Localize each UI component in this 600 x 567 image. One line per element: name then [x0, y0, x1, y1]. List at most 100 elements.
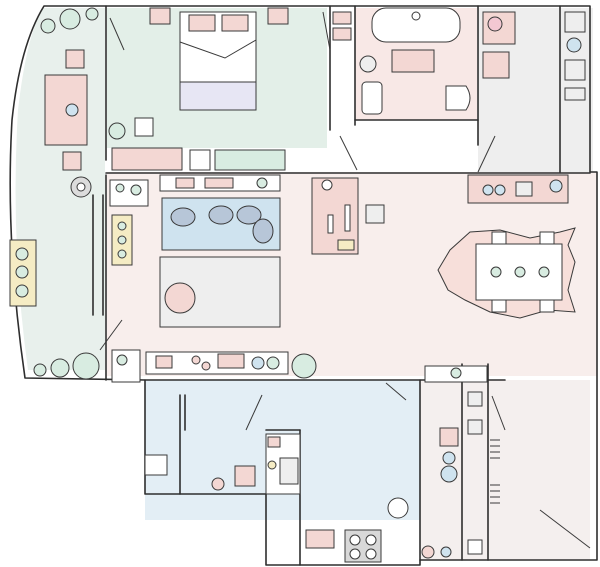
kitchen-item-2 — [234, 465, 256, 487]
south-console — [145, 351, 289, 375]
chair-icon — [491, 231, 507, 245]
nightstand-right — [267, 7, 289, 25]
desk-item-3 — [337, 239, 355, 251]
sofa-cushion-1 — [170, 207, 196, 227]
sideboard-item-3 — [515, 181, 533, 197]
kitchen — [144, 433, 409, 563]
door-kitchen-2 — [385, 382, 407, 401]
utility-decor-2 — [442, 451, 456, 465]
plant-icon — [15, 284, 29, 298]
burner-4 — [365, 548, 377, 560]
decor-1 — [115, 183, 125, 193]
book-decor-3 — [117, 249, 127, 259]
door-kitchen-1 — [245, 394, 263, 431]
utility-box-1 — [467, 391, 483, 407]
tub-drain — [411, 11, 421, 21]
door-bedroom-1 — [109, 17, 125, 51]
closet — [482, 11, 586, 101]
toilet-icon — [445, 85, 471, 111]
door-bath — [339, 135, 358, 171]
dresser — [111, 147, 183, 171]
chair-icon — [62, 151, 82, 171]
desk-item-2 — [327, 214, 334, 234]
door-utility-2 — [491, 395, 506, 431]
console-item-2 — [204, 177, 234, 189]
south-item-3 — [201, 361, 211, 371]
chair-icon — [365, 204, 385, 224]
round-table-icon — [387, 497, 409, 519]
bedroom-cabinet — [214, 149, 286, 171]
kitchen-shelf — [144, 454, 168, 476]
side-cabinet — [109, 179, 149, 207]
closet-shelf-2 — [566, 37, 582, 53]
sideboard-item-4 — [549, 179, 563, 193]
utility-box-3 — [439, 427, 459, 447]
bedroom-chair — [189, 149, 211, 171]
living-room — [109, 174, 385, 383]
plant-icon — [40, 18, 56, 34]
south-item-5 — [251, 356, 265, 370]
table-decor-2 — [514, 266, 526, 278]
lounge-cabinet — [111, 349, 141, 383]
utility-item-2 — [440, 546, 452, 558]
kitchen-item-1 — [211, 477, 225, 491]
shelf-a — [332, 11, 352, 25]
pillow-left — [188, 14, 216, 32]
pillow-right — [221, 14, 249, 32]
west-lounge — [9, 7, 100, 380]
sideboard-item-2 — [494, 184, 506, 196]
plant-icon — [291, 353, 317, 379]
door-closet — [477, 135, 496, 173]
radiator-1 — [490, 439, 500, 459]
chair-icon — [134, 117, 154, 137]
bathroom — [332, 7, 471, 115]
shelf-b — [332, 27, 352, 41]
closet-shelf-3 — [564, 59, 586, 81]
cabinet-decor — [116, 354, 128, 366]
bed-blanket — [179, 81, 257, 111]
chair-icon — [539, 299, 555, 313]
desk-lamp — [321, 179, 333, 191]
sink-icon — [361, 81, 383, 115]
bedroom — [108, 7, 289, 171]
lounge-lamp — [65, 103, 79, 117]
door-lounge — [99, 319, 123, 351]
plant-icon — [15, 265, 29, 279]
sofa-cushion-4 — [252, 218, 274, 244]
chair-icon — [491, 299, 507, 313]
bath-mat — [391, 49, 435, 73]
closet-shelf-4 — [564, 87, 586, 101]
exterior-wall — [9, 5, 598, 566]
bathtub-icon — [371, 7, 461, 43]
utility-room — [421, 365, 500, 559]
door-bedroom-2 — [322, 11, 331, 51]
sideboard-item-1 — [482, 184, 494, 196]
plant-icon — [72, 352, 100, 380]
plant-icon — [108, 122, 126, 140]
chair-icon — [539, 231, 555, 245]
plant-icon — [50, 358, 70, 378]
table-decor-1 — [490, 266, 502, 278]
console-item-3 — [256, 177, 268, 189]
utility-box-4 — [467, 539, 483, 555]
round-table-icon — [164, 282, 196, 314]
south-item-4 — [217, 353, 245, 369]
desk-item-1 — [344, 204, 351, 232]
dining-area — [437, 174, 576, 319]
south-item-2 — [191, 355, 201, 365]
radiator-2 — [490, 484, 500, 504]
bed-sheet-fold — [179, 39, 257, 59]
closet-item — [487, 16, 503, 32]
chair-icon — [65, 49, 85, 69]
book-decor-1 — [117, 221, 127, 231]
decor-2 — [130, 184, 142, 196]
table-decor-3 — [538, 266, 550, 278]
plant-icon — [85, 7, 99, 21]
south-item-1 — [155, 355, 173, 369]
stove-icon — [344, 529, 382, 563]
closet-shelf-1 — [564, 11, 586, 33]
island-item — [267, 436, 281, 448]
utility-item-1 — [421, 545, 435, 559]
doors — [99, 11, 591, 549]
